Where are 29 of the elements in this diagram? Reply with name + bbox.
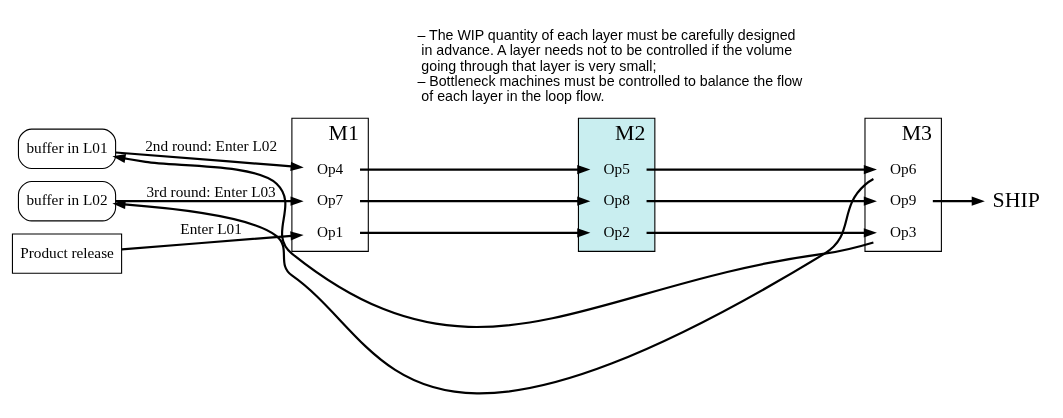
arrow <box>121 231 304 251</box>
node-text: Op6 <box>890 159 917 177</box>
arrow <box>646 228 877 238</box>
node-box: buffer in L01 <box>17 128 117 169</box>
arrow <box>646 164 877 175</box>
arrow <box>115 196 304 206</box>
arrow <box>932 196 985 206</box>
node-text: Op7 <box>316 191 344 209</box>
node-text: Op3 <box>890 222 917 240</box>
node-text: SHIP <box>992 187 1040 212</box>
label: – The WIP quantity of each layer must be carefully designed in advance. A layer needs not to be controlled if the volume going through that layer is very small; <box>417 27 796 74</box>
arrow <box>112 153 874 328</box>
arrow <box>115 151 304 171</box>
edge-label: Enter L01 <box>180 220 242 238</box>
node-text: Op2 <box>603 222 630 240</box>
node-text: Op4 <box>316 159 344 177</box>
node-box: Product release <box>11 233 123 274</box>
edge-label: 3rd round: Enter L03 <box>146 183 276 201</box>
arrow <box>360 228 591 238</box>
node-text: Op8 <box>603 191 630 209</box>
node-text: Op9 <box>890 191 917 209</box>
node-text: Op1 <box>316 222 344 240</box>
node-box: buffer in L02 <box>17 181 117 222</box>
arrow <box>360 196 591 206</box>
node-text: Op5 <box>603 159 630 177</box>
arrow <box>360 164 591 175</box>
arrow <box>112 178 874 395</box>
arrow <box>646 196 877 206</box>
edge-label: 2nd round: Enter L02 <box>145 137 278 155</box>
